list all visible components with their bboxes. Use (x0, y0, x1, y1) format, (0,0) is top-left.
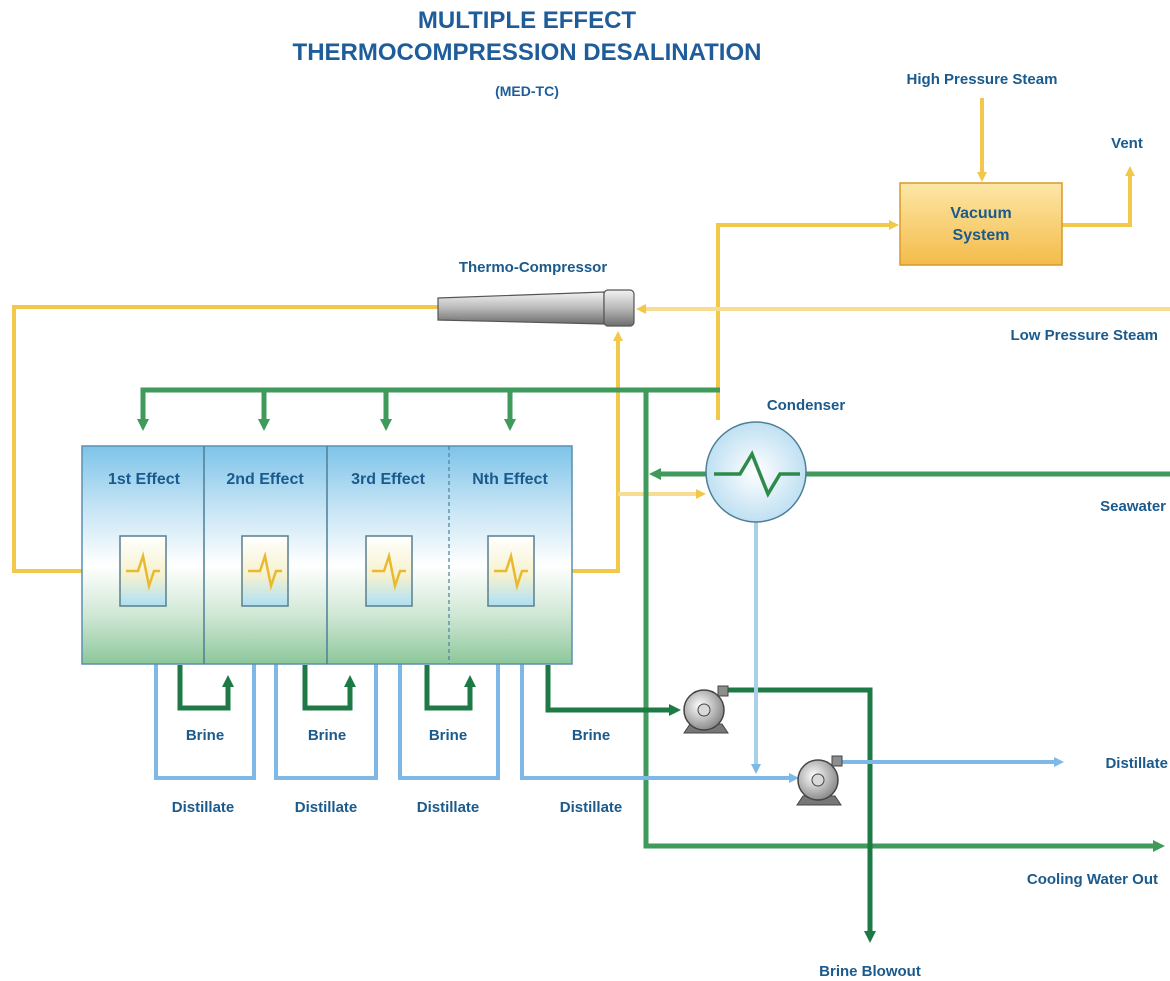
seawater-label: Seawater (1100, 498, 1166, 515)
seawater-header-line (137, 387, 720, 431)
title-line-3: (MED-TC) (495, 83, 559, 99)
distillate-out-label: Distillate (1105, 755, 1168, 772)
brine-label-3: Brine (429, 727, 467, 744)
distillate-label-2: Distillate (295, 799, 358, 816)
vent-line (1062, 166, 1135, 227)
vacuum-suction-line (716, 220, 899, 420)
effect-label-4: Nth Effect (472, 471, 548, 488)
brine-transfer-1 (177, 665, 234, 711)
distillate-pump (796, 755, 843, 806)
condenser-label: Condenser (767, 397, 846, 414)
tube-bundle-4 (487, 535, 535, 607)
vacuum-system-label-1: Vacuum (950, 205, 1011, 222)
thermo-compressor (437, 289, 635, 327)
brine-transfer-2 (302, 665, 356, 711)
tube-bundle-3 (365, 535, 413, 607)
effect-label-1: 1st Effect (108, 471, 181, 488)
low-pressure-steam-label: Low Pressure Steam (1010, 327, 1158, 344)
thermo-compressor-label: Thermo-Compressor (459, 259, 608, 276)
distillate-line-1 (154, 605, 259, 780)
brine-label-2: Brine (308, 727, 346, 744)
effect-label-3: 3rd Effect (351, 471, 425, 488)
distillate-label-3: Distillate (417, 799, 480, 816)
distillate-label-1: Distillate (172, 799, 235, 816)
distillate-line-3 (398, 605, 503, 780)
tube-bundle-1 (119, 535, 167, 607)
brine-transfer-3 (424, 665, 476, 711)
vent-label: Vent (1111, 135, 1143, 152)
condenser (705, 421, 807, 523)
title-line-2: THERMOCOMPRESSION DESALINATION (293, 39, 762, 66)
distillate-line-2 (274, 605, 381, 780)
brine-blowout-label: Brine Blowout (819, 963, 921, 980)
motive-steam-line (12, 305, 438, 576)
nth-vapour-line (572, 331, 623, 573)
brine-label-1: Brine (186, 727, 224, 744)
high-pressure-steam-label: High Pressure Steam (907, 71, 1058, 88)
cooling-water-out-line (643, 390, 1165, 852)
effect-label-2: 2nd Effect (226, 471, 304, 488)
brine-to-pump-line (545, 665, 681, 716)
vacuum-system-label-2: System (953, 227, 1010, 244)
distillate-label-4: Distillate (560, 799, 623, 816)
title-line-1: MULTIPLE EFFECT (418, 7, 637, 34)
vacuum-system-box (899, 182, 1063, 266)
tube-bundle-2 (241, 535, 289, 607)
cooling-water-out-label: Cooling Water Out (1027, 871, 1158, 888)
brine-label-4: Brine (572, 727, 610, 744)
brine-pump (683, 685, 729, 734)
brine-blowout-line (722, 687, 876, 943)
